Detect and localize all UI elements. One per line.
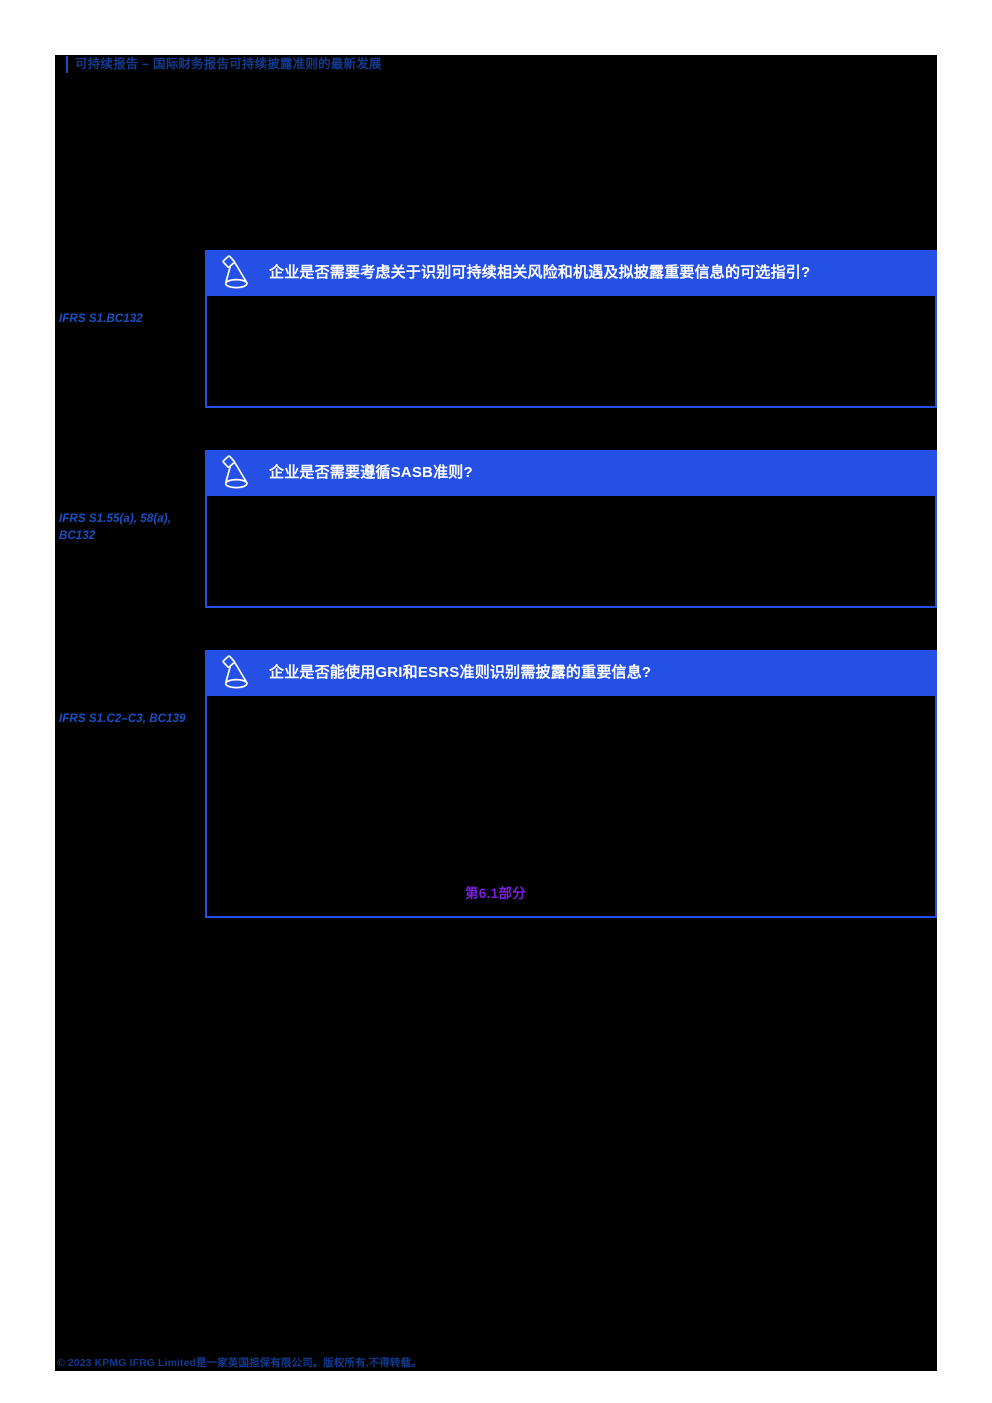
standard-reference: IFRS S1.55(a), 58(a), BC132 [59,513,172,542]
question-block: 企业是否需要考虑关于识别可持续相关风险和机遇及拟披露重要信息的可选指引? [205,250,937,408]
question-header: 企业是否能使用GRI和ESRS准则识别需披露的重要信息? [205,650,937,696]
question-body: 第6.1部分 [205,696,937,918]
desk-lamp-icon [222,455,248,489]
document-header: 可持续报告 – 国际财务报告可持续披露准则的最新发展 [66,54,382,74]
page-title: 可持续报告 – 国际财务报告可持续披露准则的最新发展 [75,56,382,71]
question-block: 企业是否需要遵循SASB准则? [205,450,937,608]
question-block: 企业是否能使用GRI和ESRS准则识别需披露的重要信息? 第6.1部分 [205,650,937,918]
question-title: 企业是否需要考虑关于识别可持续相关风险和机遇及拟披露重要信息的可选指引? [269,264,811,281]
footer-copyright: © 2023 KPMG IFRG Limited是一家英国担保有限公司。版权所有… [57,1357,422,1369]
standard-reference: IFRS S1.BC132 [59,313,143,325]
question-header: 企业是否需要考虑关于识别可持续相关风险和机遇及拟披露重要信息的可选指引? [205,250,937,296]
question-header: 企业是否需要遵循SASB准则? [205,450,937,496]
cross-reference-link[interactable]: 第6.1部分 [465,886,527,901]
header-accent-rule [66,55,68,73]
question-body [205,496,937,608]
question-title: 企业是否能使用GRI和ESRS准则识别需披露的重要信息? [269,664,652,681]
standard-reference: IFRS S1.C2–C3, BC139 [59,713,186,725]
desk-lamp-icon [222,255,248,289]
question-title: 企业是否需要遵循SASB准则? [269,464,473,481]
desk-lamp-icon [222,655,248,689]
question-body [205,296,937,408]
